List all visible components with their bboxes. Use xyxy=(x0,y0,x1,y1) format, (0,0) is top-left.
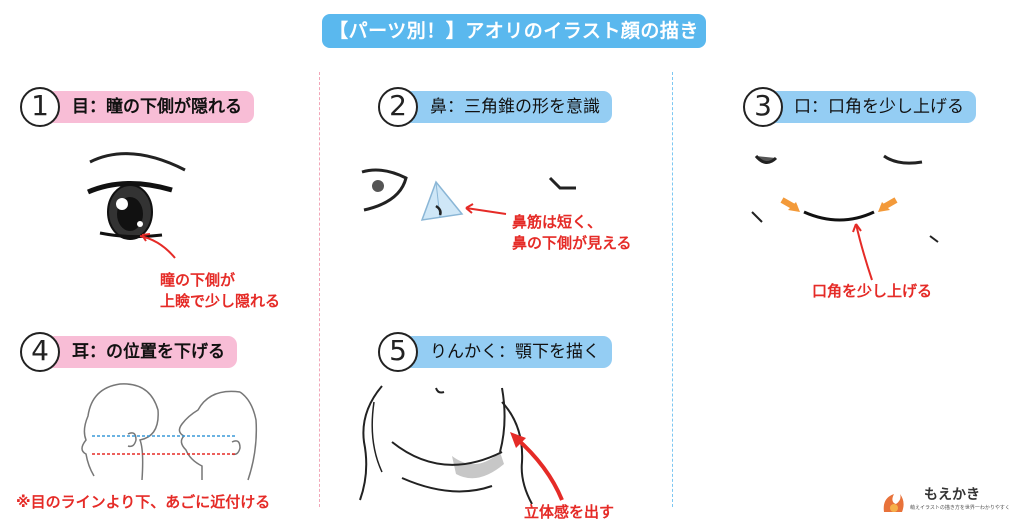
note-line: 立体感を出す xyxy=(524,503,615,521)
logo-name: もえかき xyxy=(924,487,980,503)
section-number: 2 xyxy=(378,87,418,127)
note-line: ※目のラインより下、あごに近付ける xyxy=(16,493,271,511)
ear-illustration xyxy=(81,383,258,481)
site-logo[interactable]: もえかき 萌えイラストの描き方を世界一わかりやすく解説！ xyxy=(880,484,1010,520)
section-label: 口：口角を少し上げる xyxy=(766,91,976,123)
jaw-illustration xyxy=(359,385,564,505)
nose-illustration xyxy=(361,168,576,221)
section-number: 1 xyxy=(20,87,60,127)
section-number: 5 xyxy=(378,332,418,372)
section-label: りんかく：顎下を描く xyxy=(402,336,612,368)
logo-tagline: 萌えイラストの描き方を世界一わかりやすく解説！ xyxy=(910,505,1010,511)
note-line: 鼻の下側が見える xyxy=(512,234,632,252)
divider-right xyxy=(672,72,673,507)
note-line: 瞳の下側が xyxy=(160,271,236,289)
divider-left xyxy=(319,72,320,507)
eye-illustration xyxy=(87,152,186,259)
section-label: 目：瞳の下側が隠れる xyxy=(44,91,254,123)
page-title: 【パーツ別！】アオリのイラスト顔の描き方 xyxy=(322,14,706,76)
section-label: 耳：の位置を下げる xyxy=(44,336,237,368)
mouth-illustration xyxy=(751,154,939,281)
note-line: 上瞼で少し隠れる xyxy=(160,292,281,310)
logo-icon xyxy=(883,494,904,512)
section-number: 4 xyxy=(20,332,60,372)
section-label: 鼻：三角錐の形を意識 xyxy=(402,91,612,123)
note-line: 鼻筋は短く、 xyxy=(512,213,603,231)
note-line: 口角を少し上げる xyxy=(812,282,933,300)
section-number: 3 xyxy=(743,87,783,127)
